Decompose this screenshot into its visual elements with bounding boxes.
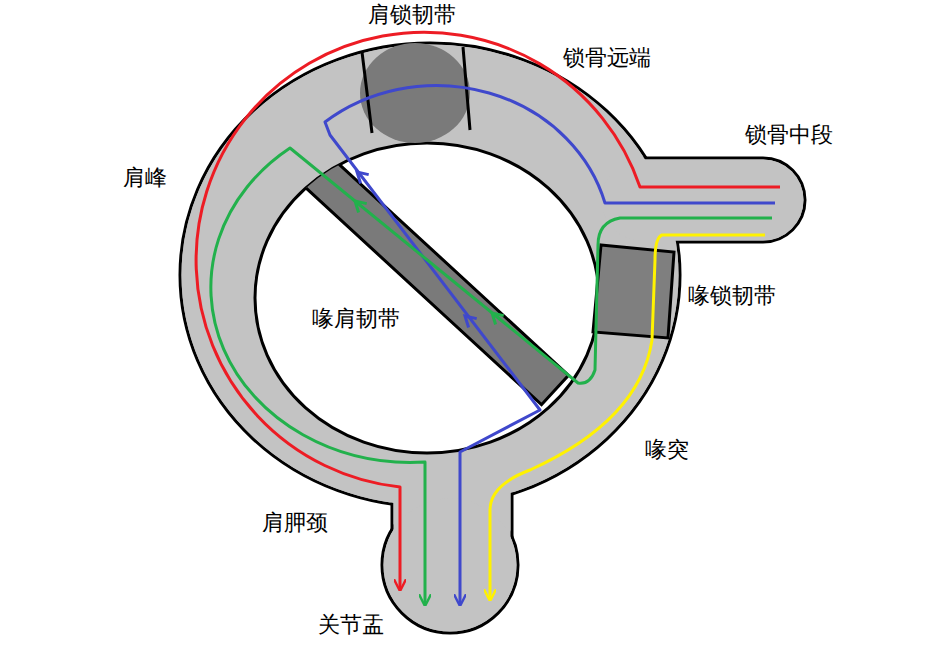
part-label: 喙突: [645, 437, 689, 462]
ligament-border: [362, 47, 470, 133]
direction-chevrons: [355, 172, 504, 328]
part-label: 肩胛颈: [262, 510, 328, 535]
clavicle-shaft-fill: [602, 160, 804, 241]
bone-outline: [180, 43, 805, 633]
part-label: 锁骨远端: [563, 45, 651, 70]
part-label: 肩锁韧带: [368, 2, 456, 27]
part-label: 喙锁韧带: [688, 283, 776, 308]
ring-opening: [255, 143, 599, 453]
glenoid-fill: [384, 499, 517, 632]
bone-fill: [182, 45, 804, 632]
green-chevron: [355, 201, 367, 213]
acromioclavicular-ligament: [360, 43, 470, 143]
part-label: 肩峰: [123, 165, 167, 190]
scapula-ring: [180, 43, 680, 507]
clavicle-shaft: [600, 158, 805, 242]
green-chevron: [492, 313, 504, 325]
green-force-path: [211, 148, 772, 605]
force-paths: [196, 32, 780, 605]
part-label: 锁骨中段: [745, 122, 833, 147]
coracoclavicular-ligament: [593, 245, 674, 338]
blue-chevron: [357, 172, 369, 184]
blue-force-path: [325, 85, 775, 605]
blue-chevron: [465, 316, 477, 328]
part-label: 关节盂: [318, 612, 384, 637]
part-label: 喙肩韧带: [312, 306, 400, 331]
